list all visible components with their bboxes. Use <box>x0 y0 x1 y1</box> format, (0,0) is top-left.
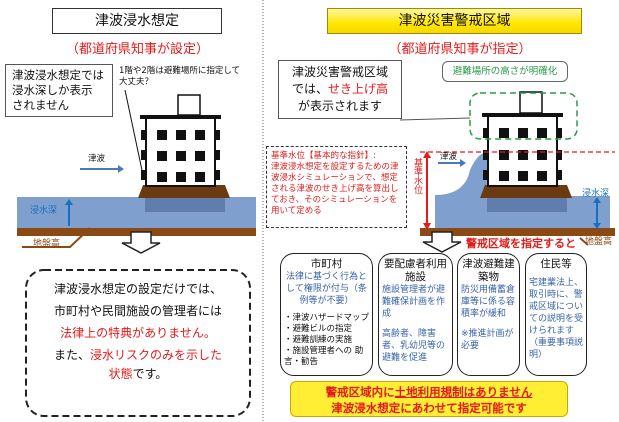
callout-red: せき上げ高 <box>328 82 389 96</box>
callout-line: が表示されます <box>297 99 382 113</box>
banner-text: 警戒区域内に <box>325 385 395 399</box>
left-depth-label: 浸水深 <box>30 206 58 216</box>
right-title: 津波災害警戒区域 <box>327 8 582 34</box>
left-down-arrow <box>121 231 161 254</box>
left-subtitle: （都道府県知事が設定） <box>65 42 209 57</box>
callout-line: 津波浸水想定では <box>12 68 104 82</box>
box-blue-text: 施設管理者が避難確保計画を作成 <box>382 285 446 319</box>
banner-line: 警戒区域内に土地利用規制はありません <box>291 384 567 400</box>
callout-line: 浸水深しか表示 <box>12 83 93 97</box>
evacuation-height-outline <box>469 92 578 140</box>
callout-line: されません <box>12 98 70 112</box>
standard-level-label: 基準水位 <box>412 158 422 194</box>
box-title: 津波避難建築物 <box>462 258 515 283</box>
note-body: 津波浸水想定を設定するための津波浸水シミュレーションで、想定される津波のせき上げ… <box>271 162 399 216</box>
box-blue-text: 高齢者、障害者、乳幼児等の避難を促進 <box>382 329 446 363</box>
right-depth-label: 浸水深 <box>582 189 610 199</box>
bottom-banner: 警戒区域内に土地利用規制はありません 津波浸水想定にあわせて指定可能です <box>290 381 568 417</box>
summary-line: 市町村や民間施設の管理者には <box>53 304 222 318</box>
callout-line: では、せき上げ高 <box>285 81 395 98</box>
green-label: 避難場所の高さが明確化 <box>442 61 568 82</box>
left-title: 津波浸水想定 <box>52 8 222 34</box>
left-summary-border <box>25 269 251 417</box>
callout-line: 津波災害警戒区域 <box>291 65 388 79</box>
callout-text: では、 <box>291 82 328 96</box>
floor-question: 1階や2階は避難場所に指定して 大丈夫？ <box>119 66 240 88</box>
right-tsunami-label: 津波 <box>440 152 458 162</box>
box-item: ・避難訓練の実施 <box>284 335 353 345</box>
summary-red: 浸水リスクのみを示した <box>90 348 223 362</box>
left-building <box>140 94 221 187</box>
box-blue-text: 防災用備蓄倉庫等に係る容積率が緩和 <box>461 285 516 319</box>
banner-line: 津波浸水想定にあわせて指定可能です <box>331 401 527 415</box>
summary-text: です。 <box>132 367 168 381</box>
summary-red: 状態 <box>108 367 133 381</box>
note-heading: 基準水位【基本的な指針】: <box>271 151 376 161</box>
right-ground <box>420 228 615 236</box>
summary-line: 法律上の特典がありません。 <box>60 326 216 340</box>
right-subtitle: （都道府県知事が指定） <box>388 42 532 57</box>
left-callout: 津波浸水想定では 浸水深しか表示 されません <box>5 64 113 117</box>
left-summary: 津波浸水想定の設定だけでは、 市町村や民間施設の管理者には 法律上の特典がありま… <box>30 278 246 382</box>
box-care-facility: 要配慮者利用施設 施設管理者が避難確保計画を作成 高齢者、障害者、乳幼児等の避難… <box>378 253 453 376</box>
box-blue-text: 法律に基づく行為として権限が付与（条例等が不要） <box>285 272 367 306</box>
box-blue-text: 宅建業法上、取引時に、警戒区域についての説明を受けられます（重要事項説明） <box>529 278 584 360</box>
summary-line: 津波浸水想定の設定だけでは、 <box>53 282 222 296</box>
left-tsunami-label: 津波 <box>88 154 106 164</box>
right-down-arrow <box>422 231 462 253</box>
box-item: ・避難ビルの指定 <box>284 324 353 334</box>
question-line: 大丈夫？ <box>119 77 154 87</box>
box-item: ・津波ハザードマップ <box>284 313 370 323</box>
box-title: 要配慮者利用施設 <box>384 258 447 283</box>
banner-underlined: 土地利用規制はありません <box>394 385 533 399</box>
summary-line: 状態です。 <box>30 366 246 382</box>
right-ground-label: 地盤高 <box>585 237 613 247</box>
box-item: ・施設管理者への 助言・勧告 <box>284 346 364 367</box>
summary-line: また、浸水リスクのみを示した <box>30 344 246 366</box>
when-designated-label: 警戒区域を指定すると <box>466 237 576 250</box>
box-residents: 住民等 宅建業法上、取引時に、警戒区域についての説明を受けられます（重要事項説明… <box>525 253 587 376</box>
box-title: 住民等 <box>540 258 572 270</box>
left-ground-label: 地盤高 <box>33 239 61 249</box>
box-title: 市町村 <box>310 258 343 270</box>
summary-text: また、 <box>53 348 90 362</box>
box-municipality: 市町村 法律に基づく行為として権限が付与（条例等が不要） ・津波ハザードマップ … <box>280 253 373 376</box>
standard-level-note: 基準水位【基本的な指針】: 津波浸水想定を設定するための津波浸水シミュレーション… <box>266 146 407 228</box>
question-line: 1階や2階は避難場所に指定して <box>119 66 241 76</box>
right-building <box>482 91 563 187</box>
box-blue-text: ※推進計画が必要 <box>461 329 514 351</box>
box-evacuation-building: 津波避難建築物 防災用備蓄倉庫等に係る容積率が緩和 ※推進計画が必要 <box>457 253 520 376</box>
right-callout: 津波災害警戒区域 では、せき上げ高 が表示されます <box>278 60 402 119</box>
